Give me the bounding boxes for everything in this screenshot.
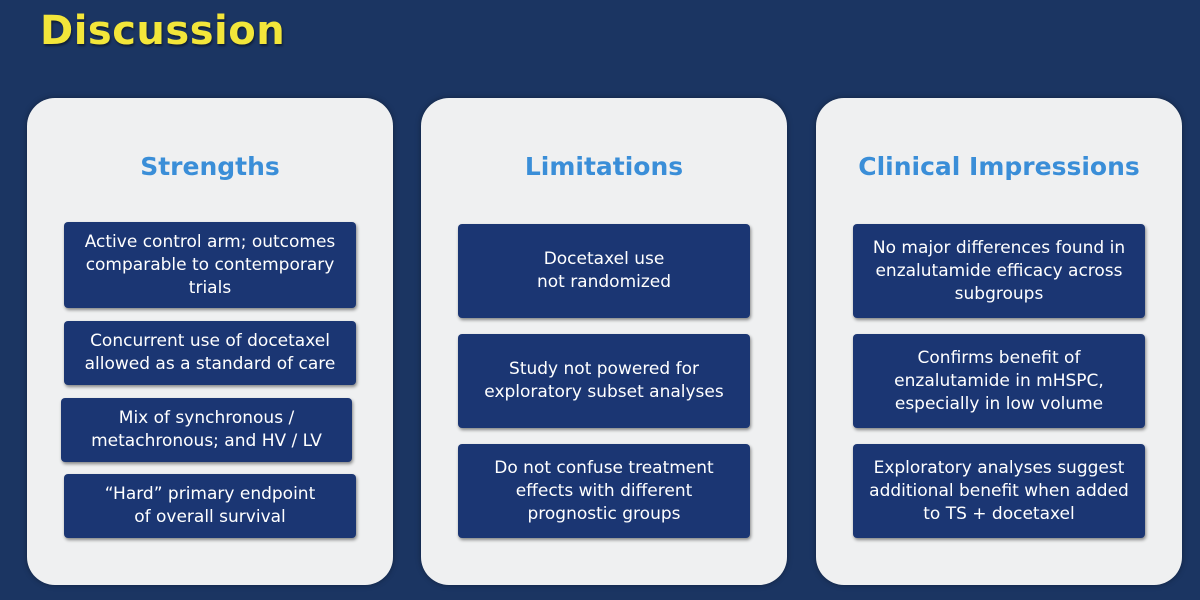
strengths-heading: Strengths [140,152,280,181]
limitations-panel: Limitations Docetaxel use not randomized… [421,98,787,585]
strengths-panel: Strengths Active control arm; outcomes c… [27,98,393,585]
strengths-item: Active control arm; outcomes comparable … [64,222,356,308]
clinical-impressions-heading: Clinical Impressions [858,152,1140,181]
strengths-item: “Hard” primary endpoint of overall survi… [64,474,356,538]
clinical-impressions-item: No major differences found in enzalutami… [853,224,1145,318]
strengths-item: Concurrent use of docetaxel allowed as a… [64,321,356,385]
slide-title: Discussion [40,8,286,54]
clinical-impressions-item: Confirms benefit of enzalutamide in mHSP… [853,334,1145,428]
limitations-item: Study not powered for exploratory subset… [458,334,750,428]
limitations-item: Do not confuse treatment effects with di… [458,444,750,538]
clinical-impressions-panel: Clinical Impressions No major difference… [816,98,1182,585]
strengths-item: Mix of synchronous / metachronous; and H… [61,398,352,462]
clinical-impressions-item: Exploratory analyses suggest additional … [853,444,1145,538]
limitations-heading: Limitations [524,152,684,181]
limitations-item: Docetaxel use not randomized [458,224,750,318]
